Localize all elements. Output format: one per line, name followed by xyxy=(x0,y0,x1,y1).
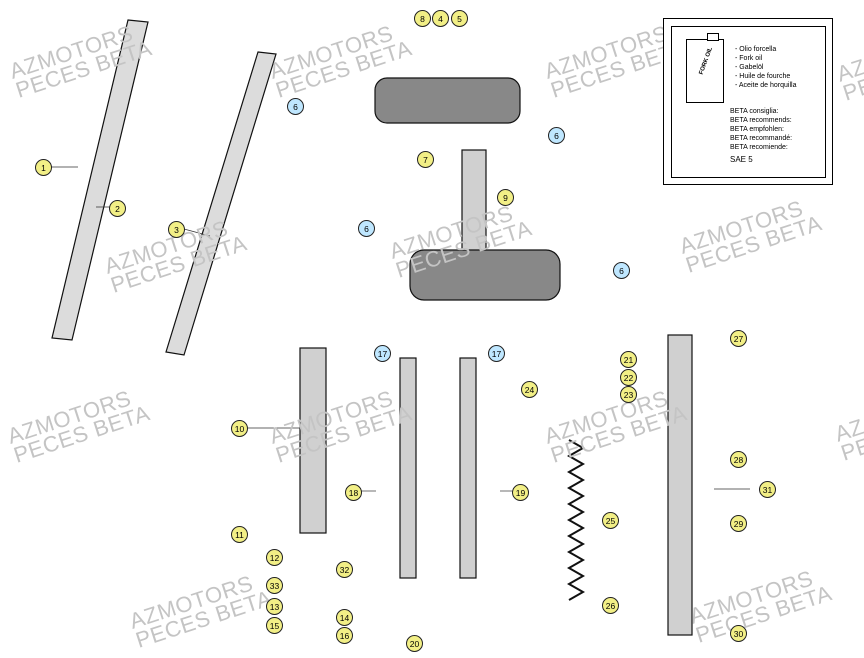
callout-13[interactable]: 13 xyxy=(266,598,283,615)
oil-names-list: - Olio forcella- Fork oil- Gabelöl- Huil… xyxy=(735,46,797,89)
callout-27[interactable]: 27 xyxy=(730,330,747,347)
fork-leg-right xyxy=(165,51,277,356)
fork-leg-left xyxy=(51,19,149,341)
callout-15[interactable]: 15 xyxy=(266,617,283,634)
callout-10[interactable]: 10 xyxy=(231,420,248,437)
oil-can-icon: FORK OIL xyxy=(686,33,724,103)
oil-can-label: FORK OIL xyxy=(698,46,715,76)
callout-17-right[interactable]: 17 xyxy=(488,345,505,362)
callout-32[interactable]: 32 xyxy=(336,561,353,578)
callout-29[interactable]: 29 xyxy=(730,515,747,532)
fork-tube xyxy=(299,347,327,534)
fork-spring xyxy=(566,439,586,601)
callout-7[interactable]: 7 xyxy=(417,151,434,168)
damper-tube-right xyxy=(459,357,477,579)
callout-11[interactable]: 11 xyxy=(231,526,248,543)
callout-6-lower-right[interactable]: 6 xyxy=(613,262,630,279)
callout-25[interactable]: 25 xyxy=(602,512,619,529)
callout-5[interactable]: 5 xyxy=(451,10,468,27)
callout-12[interactable]: 12 xyxy=(266,549,283,566)
recommendation-list: BETA consiglia:BETA recommends:BETA empf… xyxy=(730,108,793,151)
cartridge-assembly xyxy=(667,334,693,636)
callout-30[interactable]: 30 xyxy=(730,625,747,642)
damper-tube-left xyxy=(399,357,417,579)
callout-8[interactable]: 8 xyxy=(414,10,431,27)
callout-26[interactable]: 26 xyxy=(602,597,619,614)
oil-grade: SAE 5 xyxy=(730,155,753,164)
callout-24[interactable]: 24 xyxy=(521,381,538,398)
callout-1[interactable]: 1 xyxy=(35,159,52,176)
callout-4[interactable]: 4 xyxy=(432,10,449,27)
callout-17-left[interactable]: 17 xyxy=(374,345,391,362)
callout-31[interactable]: 31 xyxy=(759,481,776,498)
callout-2[interactable]: 2 xyxy=(109,200,126,217)
triple-clamp-lower xyxy=(409,249,561,301)
callout-19[interactable]: 19 xyxy=(512,484,529,501)
callout-18[interactable]: 18 xyxy=(345,484,362,501)
callout-33[interactable]: 33 xyxy=(266,577,283,594)
callout-22[interactable]: 22 xyxy=(620,369,637,386)
fork-oil-info-box: FORK OIL - Olio forcella- Fork oil- Gabe… xyxy=(663,18,833,185)
triple-clamp-top-assembly xyxy=(374,77,521,124)
callout-16[interactable]: 16 xyxy=(336,627,353,644)
callout-28[interactable]: 28 xyxy=(730,451,747,468)
callout-21[interactable]: 21 xyxy=(620,351,637,368)
callout-14[interactable]: 14 xyxy=(336,609,353,626)
callout-6-top-left[interactable]: 6 xyxy=(287,98,304,115)
callout-20[interactable]: 20 xyxy=(406,635,423,652)
info-box-inner-frame: FORK OIL - Olio forcella- Fork oil- Gabe… xyxy=(671,26,826,178)
callout-23[interactable]: 23 xyxy=(620,386,637,403)
callout-6-top-right[interactable]: 6 xyxy=(548,127,565,144)
callout-3[interactable]: 3 xyxy=(168,221,185,238)
callout-6-lower-left[interactable]: 6 xyxy=(358,220,375,237)
callout-9[interactable]: 9 xyxy=(497,189,514,206)
